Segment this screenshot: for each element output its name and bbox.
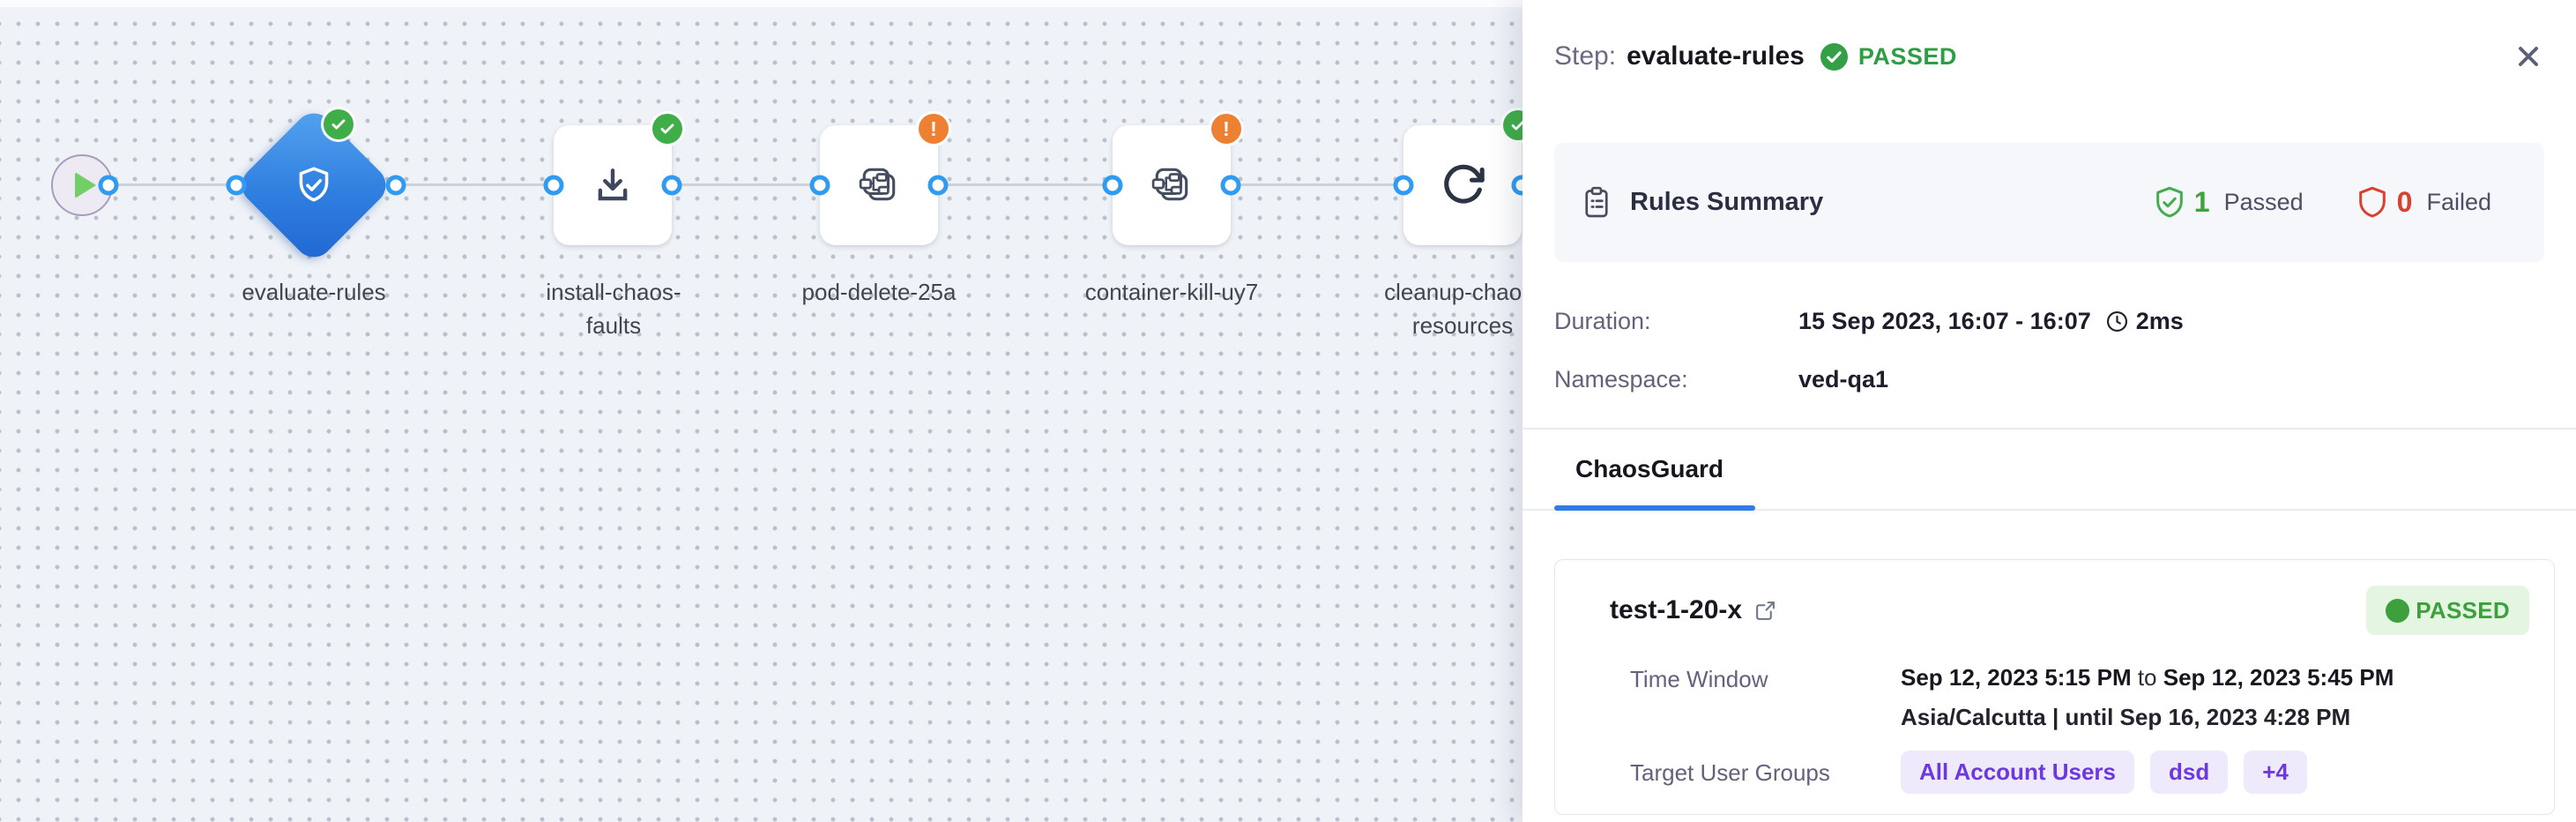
edge-evaluate-install xyxy=(396,183,554,186)
tab-bar: ChaosGuard xyxy=(1523,430,2576,511)
timezone-line: Asia/Calcutta | until Sep 16, 2023 4:28 … xyxy=(1901,704,2351,730)
node-label: evaluate-rules xyxy=(242,279,386,305)
tab-chaosguard[interactable]: ChaosGuard xyxy=(1575,455,1724,482)
duration-label: Duration: xyxy=(1554,307,1651,334)
port xyxy=(1220,175,1241,196)
target-groups-label: Target User Groups xyxy=(1630,759,1830,786)
chaosguard-card: test-1-20-x PASSED Time Window Sep 12, 2… xyxy=(1554,559,2555,815)
failed-label: Failed xyxy=(2426,189,2491,215)
target-groups-row: Target User Groups All Account Users dsd… xyxy=(1555,751,2554,794)
play-icon xyxy=(75,172,96,198)
node-container-kill-uy7[interactable] xyxy=(1113,125,1231,245)
shield-failed-icon xyxy=(2355,183,2390,222)
step-details-panel: Step: evaluate-rules PASSED Rules Summar… xyxy=(1523,0,2576,822)
node-install-chaos-faults[interactable] xyxy=(554,125,672,245)
target-group-chips: All Account Users dsd +4 xyxy=(1901,751,2307,794)
status-dot xyxy=(2386,598,2410,623)
clipboard-icon xyxy=(1581,185,1612,220)
status-check-badge xyxy=(324,109,354,139)
group-chip[interactable]: dsd xyxy=(2149,751,2229,794)
duration-value: 15 Sep 2023, 16:07 - 16:07 2ms xyxy=(1798,307,2184,334)
active-tab-indicator xyxy=(1554,505,1755,511)
time-window-value: Sep 12, 2023 5:15 PM to Sep 12, 2023 5:4… xyxy=(1901,664,2394,691)
port xyxy=(543,175,564,196)
guard-name[interactable]: test-1-20-x xyxy=(1610,595,1743,624)
guard-status-badge: PASSED xyxy=(2366,586,2529,635)
step-status-text: PASSED xyxy=(1858,42,1957,70)
port xyxy=(1102,175,1123,196)
edge-start-evaluate xyxy=(108,183,236,186)
node-label: container-kill-uy7 xyxy=(1084,279,1259,305)
rules-summary-title: Rules Summary xyxy=(1630,188,1824,216)
node-label: cleanup-chaos-resources xyxy=(1384,279,1541,339)
chaos-fault-icon xyxy=(1150,164,1193,206)
port xyxy=(385,175,406,196)
duration-row: Duration: 15 Sep 2023, 16:07 - 16:07 2ms xyxy=(1554,306,2544,336)
external-link-icon[interactable] xyxy=(1754,600,1776,622)
duration-ms: 2ms xyxy=(2135,307,2184,334)
chaos-fault-icon xyxy=(858,164,900,206)
close-icon[interactable] xyxy=(2513,41,2544,72)
edge-containerkill-cleanup xyxy=(1231,183,1403,186)
shield-check-icon xyxy=(292,163,336,207)
time-window-label: Time Window xyxy=(1630,666,1768,692)
namespace-label: Namespace: xyxy=(1554,365,1688,392)
clock-icon xyxy=(2105,310,2129,333)
node-cleanup-chaos-resources[interactable] xyxy=(1403,125,1522,245)
port xyxy=(98,175,119,196)
passed-label: Passed xyxy=(2223,189,2304,215)
panel-header: Step: evaluate-rules PASSED xyxy=(1554,35,2544,78)
passed-count: 1 xyxy=(2193,186,2210,218)
shield-passed-icon xyxy=(2152,183,2187,222)
start-node[interactable] xyxy=(51,154,113,216)
time-window-row: Time Window Sep 12, 2023 5:15 PM to Sep … xyxy=(1555,664,2554,693)
node-label: pod-delete-25a xyxy=(801,279,957,305)
port xyxy=(809,175,830,196)
rules-stats: 1 Passed 0 Failed xyxy=(2152,183,2491,222)
card-header: test-1-20-x PASSED xyxy=(1555,560,2554,641)
group-chip[interactable]: All Account Users xyxy=(1901,751,2134,794)
section-divider xyxy=(1523,428,2576,430)
edge-install-poddelete xyxy=(672,183,820,186)
check-circle-icon xyxy=(1820,42,1848,71)
guard-status-text: PASSED xyxy=(2416,596,2510,624)
failed-count: 0 xyxy=(2396,186,2413,218)
node-evaluate-rules[interactable] xyxy=(234,105,394,265)
port xyxy=(226,175,247,196)
step-name: evaluate-rules xyxy=(1627,41,1805,71)
group-chip-more[interactable]: +4 xyxy=(2244,751,2307,794)
port xyxy=(661,175,682,196)
rules-summary-row: Rules Summary 1 Passed 0 Failed xyxy=(1554,143,2544,262)
step-label: Step: xyxy=(1554,41,1617,71)
download-icon xyxy=(591,163,635,207)
edge-poddelete-containerkill xyxy=(938,183,1113,186)
refresh-icon xyxy=(1438,161,1487,210)
namespace-row: Namespace: ved-qa1 xyxy=(1554,364,2544,394)
canvas-top-strip xyxy=(0,0,1523,7)
status-check-badge xyxy=(652,114,682,144)
node-pod-delete-25a[interactable] xyxy=(820,125,938,245)
port xyxy=(1393,175,1414,196)
port xyxy=(927,175,949,196)
node-label: install-chaos-faults xyxy=(546,279,681,339)
status-warning-badge: ! xyxy=(919,114,949,144)
status-warning-badge: ! xyxy=(1211,114,1241,144)
namespace-value: ved-qa1 xyxy=(1798,365,1889,392)
